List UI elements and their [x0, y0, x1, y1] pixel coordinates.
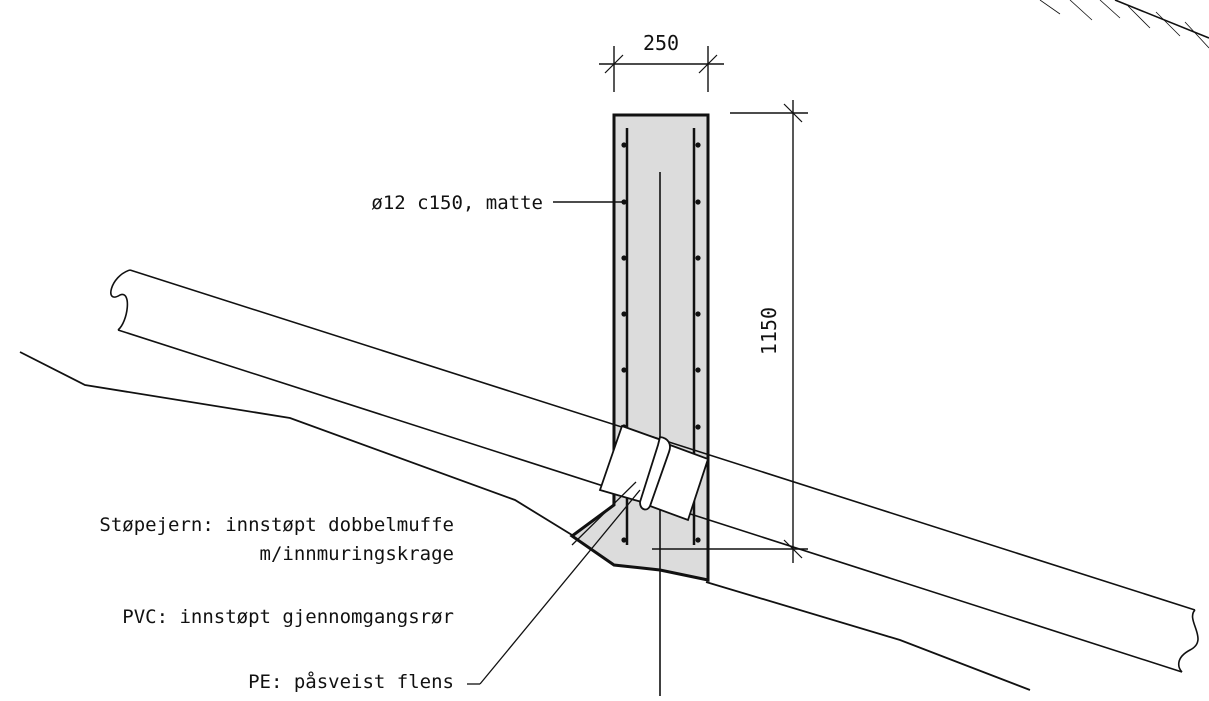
dimension-width-label: 250 [643, 31, 679, 55]
pipe-coupling [598, 424, 710, 522]
cast-iron-label-line2: m/innmuringskrage [260, 543, 454, 565]
pvc-label: PVC: innstøpt gjennomgangsrør [122, 606, 454, 628]
cast-iron-label-line1: Støpejern: innstøpt dobbelmuffe [99, 514, 454, 536]
ground-profile [19, 351, 1031, 691]
dimension-height-label: 1150 [757, 307, 781, 355]
dimension-height [652, 100, 808, 563]
terrain-corner [1039, 0, 1209, 49]
rebar-label: ø12 c150, matte [371, 192, 543, 214]
callout-leaders [467, 481, 641, 685]
dimension-width [599, 46, 724, 92]
pe-label: PE: påsveist flens [248, 670, 454, 693]
